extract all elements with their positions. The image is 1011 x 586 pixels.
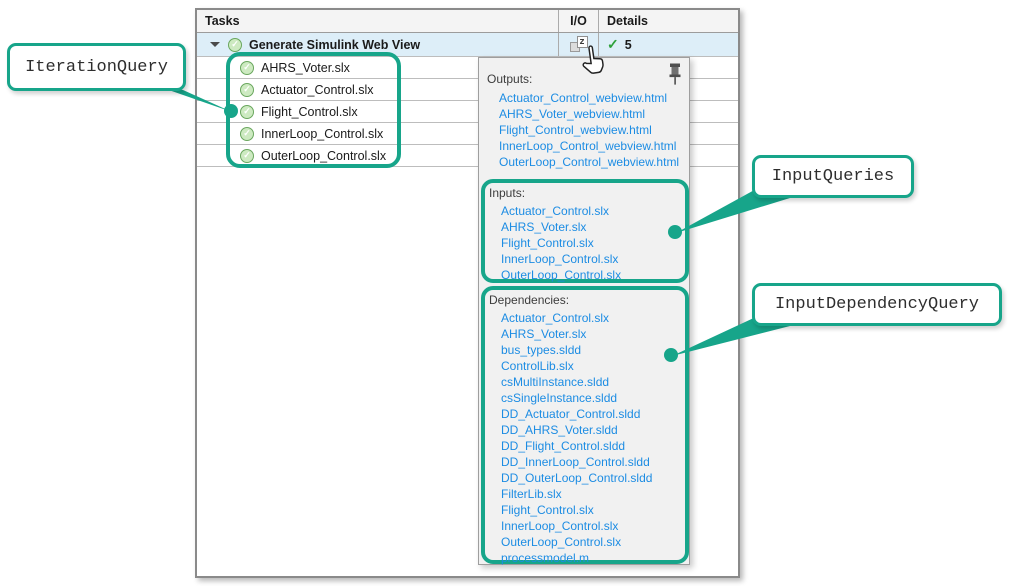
details-column-header: Details: [598, 10, 738, 32]
input-file-link[interactable]: Actuator_Control.slx: [501, 204, 610, 218]
input-queries-callout: InputQueries: [752, 155, 914, 198]
dependencies-section: Dependencies: Actuator_Control.slx AHRS_…: [481, 286, 689, 565]
input-file-link[interactable]: AHRS_Voter.slx: [501, 220, 587, 234]
dependency-file-link[interactable]: DD_InnerLoop_Control.sldd: [501, 455, 650, 469]
output-file-link[interactable]: Flight_Control_webview.html: [499, 123, 652, 137]
details-count: 5: [624, 37, 632, 52]
inputs-section: Inputs: Actuator_Control.slx AHRS_Voter.…: [481, 179, 689, 283]
tasks-column-header: Tasks: [205, 14, 240, 28]
io-column-header: I/O: [558, 10, 598, 32]
input-file-link[interactable]: Flight_Control.slx: [501, 236, 594, 250]
dependency-file-link[interactable]: AHRS_Voter.slx: [501, 327, 587, 341]
task-label: Actuator_Control.slx: [261, 82, 374, 97]
task-success-badge-icon: ✓: [228, 37, 242, 52]
dependency-file-link[interactable]: ControlLib.slx: [501, 359, 574, 373]
dependency-file-link[interactable]: OuterLoop_Control.slx: [501, 535, 622, 549]
task-success-badge-icon: ✓: [240, 60, 254, 75]
dependency-file-link[interactable]: DD_Actuator_Control.sldd: [501, 407, 641, 421]
outputs-label: Outputs:: [487, 72, 533, 86]
details-check-icon: ✓: [607, 36, 619, 52]
task-success-badge-icon: ✓: [240, 126, 254, 141]
pin-icon[interactable]: [668, 63, 682, 90]
dependency-file-link[interactable]: DD_OuterLoop_Control.sldd: [501, 471, 653, 485]
task-success-badge-icon: ✓: [240, 104, 254, 119]
dependencies-label: Dependencies:: [489, 293, 570, 307]
task-label: OuterLoop_Control.slx: [261, 148, 387, 163]
dependency-file-link[interactable]: Flight_Control.slx: [501, 503, 594, 517]
io-details-popup: Outputs: Actuator_Control_webview.html A…: [478, 57, 690, 565]
task-label: Generate Simulink Web View: [249, 37, 421, 52]
task-success-badge-icon: ✓: [240, 148, 254, 163]
collapse-caret-icon[interactable]: [210, 42, 220, 47]
input-file-link[interactable]: InnerLoop_Control.slx: [501, 252, 619, 266]
output-file-link[interactable]: OuterLoop_Control_webview.html: [499, 155, 680, 169]
task-label: AHRS_Voter.slx: [261, 60, 350, 75]
dependency-file-link[interactable]: processmodel.m: [501, 551, 590, 565]
dependency-file-link[interactable]: FilterLib.slx: [501, 487, 562, 501]
iteration-query-callout: IterationQuery: [7, 43, 186, 91]
output-file-link[interactable]: Actuator_Control_webview.html: [499, 91, 668, 105]
output-file-link[interactable]: AHRS_Voter_webview.html: [499, 107, 646, 121]
dependency-file-link[interactable]: csSingleInstance.sldd: [501, 391, 618, 405]
outputs-section: Outputs: Actuator_Control_webview.html A…: [479, 72, 689, 170]
inputs-label: Inputs:: [489, 186, 526, 200]
io-report-icon[interactable]: z: [569, 36, 588, 53]
table-row-generate-simulink-web-view[interactable]: ✓ Generate Simulink Web View z ✓ 5: [197, 33, 738, 57]
dependency-file-link[interactable]: bus_types.sldd: [501, 343, 582, 357]
dependency-file-link[interactable]: InnerLoop_Control.slx: [501, 519, 619, 533]
dependency-file-link[interactable]: DD_Flight_Control.sldd: [501, 439, 626, 453]
output-file-link[interactable]: InnerLoop_Control_webview.html: [499, 139, 677, 153]
dependency-file-link[interactable]: csMultiInstance.sldd: [501, 375, 610, 389]
task-label: Flight_Control.slx: [261, 104, 358, 119]
task-label: InnerLoop_Control.slx: [261, 126, 384, 141]
table-header-row: Tasks I/O Details: [197, 10, 738, 33]
input-dependency-query-callout: InputDependencyQuery: [752, 283, 1002, 326]
dependency-file-link[interactable]: Actuator_Control.slx: [501, 311, 610, 325]
dependency-file-link[interactable]: DD_AHRS_Voter.sldd: [501, 423, 618, 437]
input-file-link[interactable]: OuterLoop_Control.slx: [501, 268, 622, 282]
task-success-badge-icon: ✓: [240, 82, 254, 97]
